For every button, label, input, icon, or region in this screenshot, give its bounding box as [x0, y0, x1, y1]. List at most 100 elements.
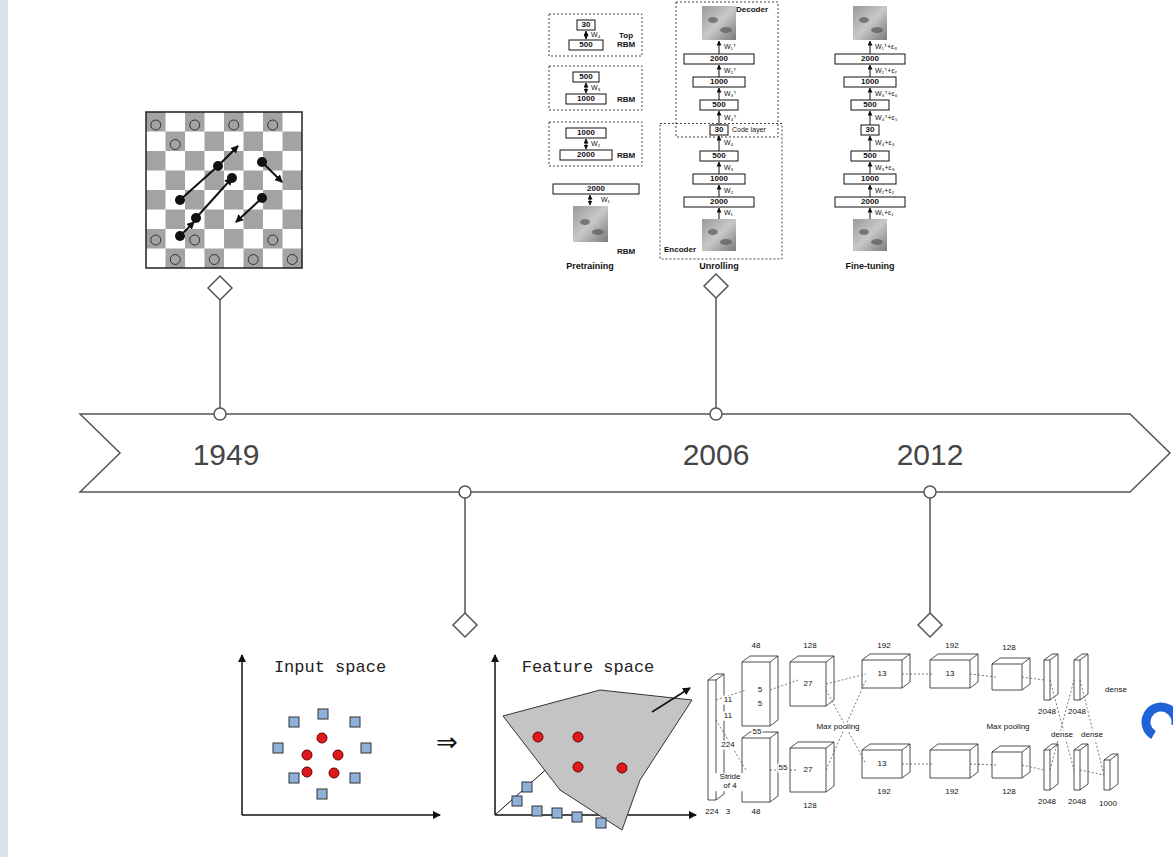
axis-title: Input space [274, 659, 386, 678]
cnn-architecture-part-part [902, 764, 934, 765]
autoencoder-figure-part-part [569, 40, 603, 50]
cnn-architecture-part-part [1080, 770, 1104, 775]
autoencoder-figure-part [549, 2, 782, 259]
layer-dimension: dense [1050, 731, 1074, 740]
cnn-architecture-part [992, 658, 1030, 690]
autoencoder-figure-part-part [859, 229, 869, 235]
figure-label: 2000 [710, 55, 728, 64]
autoencoder-figure-part-part [702, 6, 736, 40]
autoencoder-figure-part-part [870, 88, 871, 100]
figure-label: 30 [715, 126, 724, 135]
kernel-plots-part-part [333, 750, 343, 760]
autoencoder-figure-part-part [719, 208, 720, 219]
autoencoder-figure-part-part [580, 219, 590, 225]
cnn-architecture-part-part [716, 720, 746, 770]
band-shape [80, 414, 1170, 492]
layer-dimension: dense [1104, 686, 1128, 695]
kernel-plots-part-part [350, 717, 360, 727]
layer-dimension: 128 [1001, 788, 1016, 797]
figure-label: 1000 [710, 78, 728, 87]
autoencoder-figure-part-part [859, 17, 869, 23]
autoencoder-figure-part-part [708, 229, 718, 235]
figure-label: 30 [866, 126, 875, 135]
cnn-architecture-part [930, 654, 978, 688]
timeline-band: 194920062012 [80, 414, 1172, 492]
figure-label: 500 [863, 101, 876, 110]
page-frame [0, 0, 8, 857]
checkers-board-part-part [227, 173, 237, 183]
figure-label: W₂ᵀ+ε₇ [875, 67, 897, 75]
cnn-architecture-part [790, 656, 834, 706]
figure-label: W₁ᵀ+ε₈ [875, 43, 897, 51]
figure-label: Encoder [664, 246, 696, 255]
layer-dimension: Max pooling [985, 723, 1030, 732]
kernel-plots-part-part [289, 717, 299, 727]
figure-label: RBM [617, 152, 635, 161]
checkers-board-part-part [268, 120, 278, 130]
cnn-architecture-part-part [1080, 680, 1104, 775]
checkers-board-part [180, 146, 282, 236]
cnn-architecture-part-part [970, 764, 996, 765]
autoencoder-figure-part-part [719, 41, 720, 54]
layer-dimension: 128 [802, 802, 817, 811]
figure-label: W₃ᵀ+ε₆ [875, 90, 898, 98]
figure-label: 1000 [577, 129, 595, 138]
cnn-architecture-part [742, 732, 778, 802]
autoencoder-figure-part-part [871, 239, 883, 245]
kernel-plots-part-part [573, 732, 583, 742]
autoencoder-figure-part-part [549, 66, 642, 110]
autoencoder-figure-part-part [870, 136, 871, 151]
layer-dimension: 55 [752, 728, 763, 737]
timeline-stems-part [208, 276, 232, 300]
figure-label: 1000 [861, 78, 879, 87]
layer-dimension: 2048 [1067, 798, 1087, 807]
autoencoder-figure-part-part [586, 31, 587, 39]
cnn-architecture-part-part [1050, 680, 1074, 770]
figure-label: 500 [712, 152, 725, 161]
layer-dimension: 5 [757, 700, 763, 709]
layer-dimension: 128 [1001, 644, 1016, 653]
stem-joint [214, 408, 226, 420]
kernel-plots-part-part [533, 732, 543, 742]
cnn-architecture-part-part [826, 674, 866, 684]
figure-label: Unrolling [699, 262, 739, 272]
figure-label: W₄ [591, 31, 600, 39]
cnn-architecture-part-part [1022, 677, 1044, 680]
checkers-board-part-part [248, 255, 258, 265]
cnn-architecture-part [862, 744, 910, 778]
autoencoder-figure-part-part [835, 197, 905, 207]
figure-label: RBM [617, 96, 635, 105]
cnn-architecture-part-part [970, 674, 996, 677]
figure-label: Top RBM [615, 32, 637, 50]
layer-dimension: 2048 [1037, 798, 1057, 807]
kernel-plots-part-part [572, 812, 582, 822]
checkers-board-part-part [151, 235, 161, 245]
layer-dimension: 192 [944, 788, 959, 797]
checkers-board-part-part [257, 157, 267, 167]
checkers-board-part-part [196, 178, 232, 218]
kernel-plots-part-part [494, 655, 496, 815]
figure-label: W₄ᵀ [724, 114, 737, 122]
kernel-plots-part-part [522, 782, 532, 792]
autoencoder-figure-part-part [870, 41, 871, 54]
kernel-plots-part-part [552, 808, 562, 818]
kernel-plots-part [512, 782, 606, 828]
autoencoder-figure-part-part [719, 111, 720, 125]
layer-dimension: 224 [704, 808, 719, 817]
kernel-plots-part-part [302, 767, 312, 777]
kernel-plots-part [533, 732, 627, 773]
kernel-plots-part-part [289, 773, 299, 783]
autoencoder-figure-part-part [710, 125, 728, 135]
figure-label: W₂ [724, 187, 733, 195]
checkers-board-part-part [191, 213, 201, 223]
layer-dimension: 11 [723, 696, 733, 705]
year-label: 2006 [683, 438, 750, 471]
timeline-stems-part [704, 274, 728, 298]
layer-dimension: Stride of 4 [715, 773, 745, 791]
figure-label: 2000 [577, 151, 595, 160]
autoencoder-figure-part-part [586, 139, 587, 149]
figure-label: 500 [579, 73, 592, 82]
layer-dimension: 27 [803, 680, 814, 689]
autoencoder-figure-part-part [684, 197, 754, 207]
figure-label: 2000 [587, 185, 605, 194]
